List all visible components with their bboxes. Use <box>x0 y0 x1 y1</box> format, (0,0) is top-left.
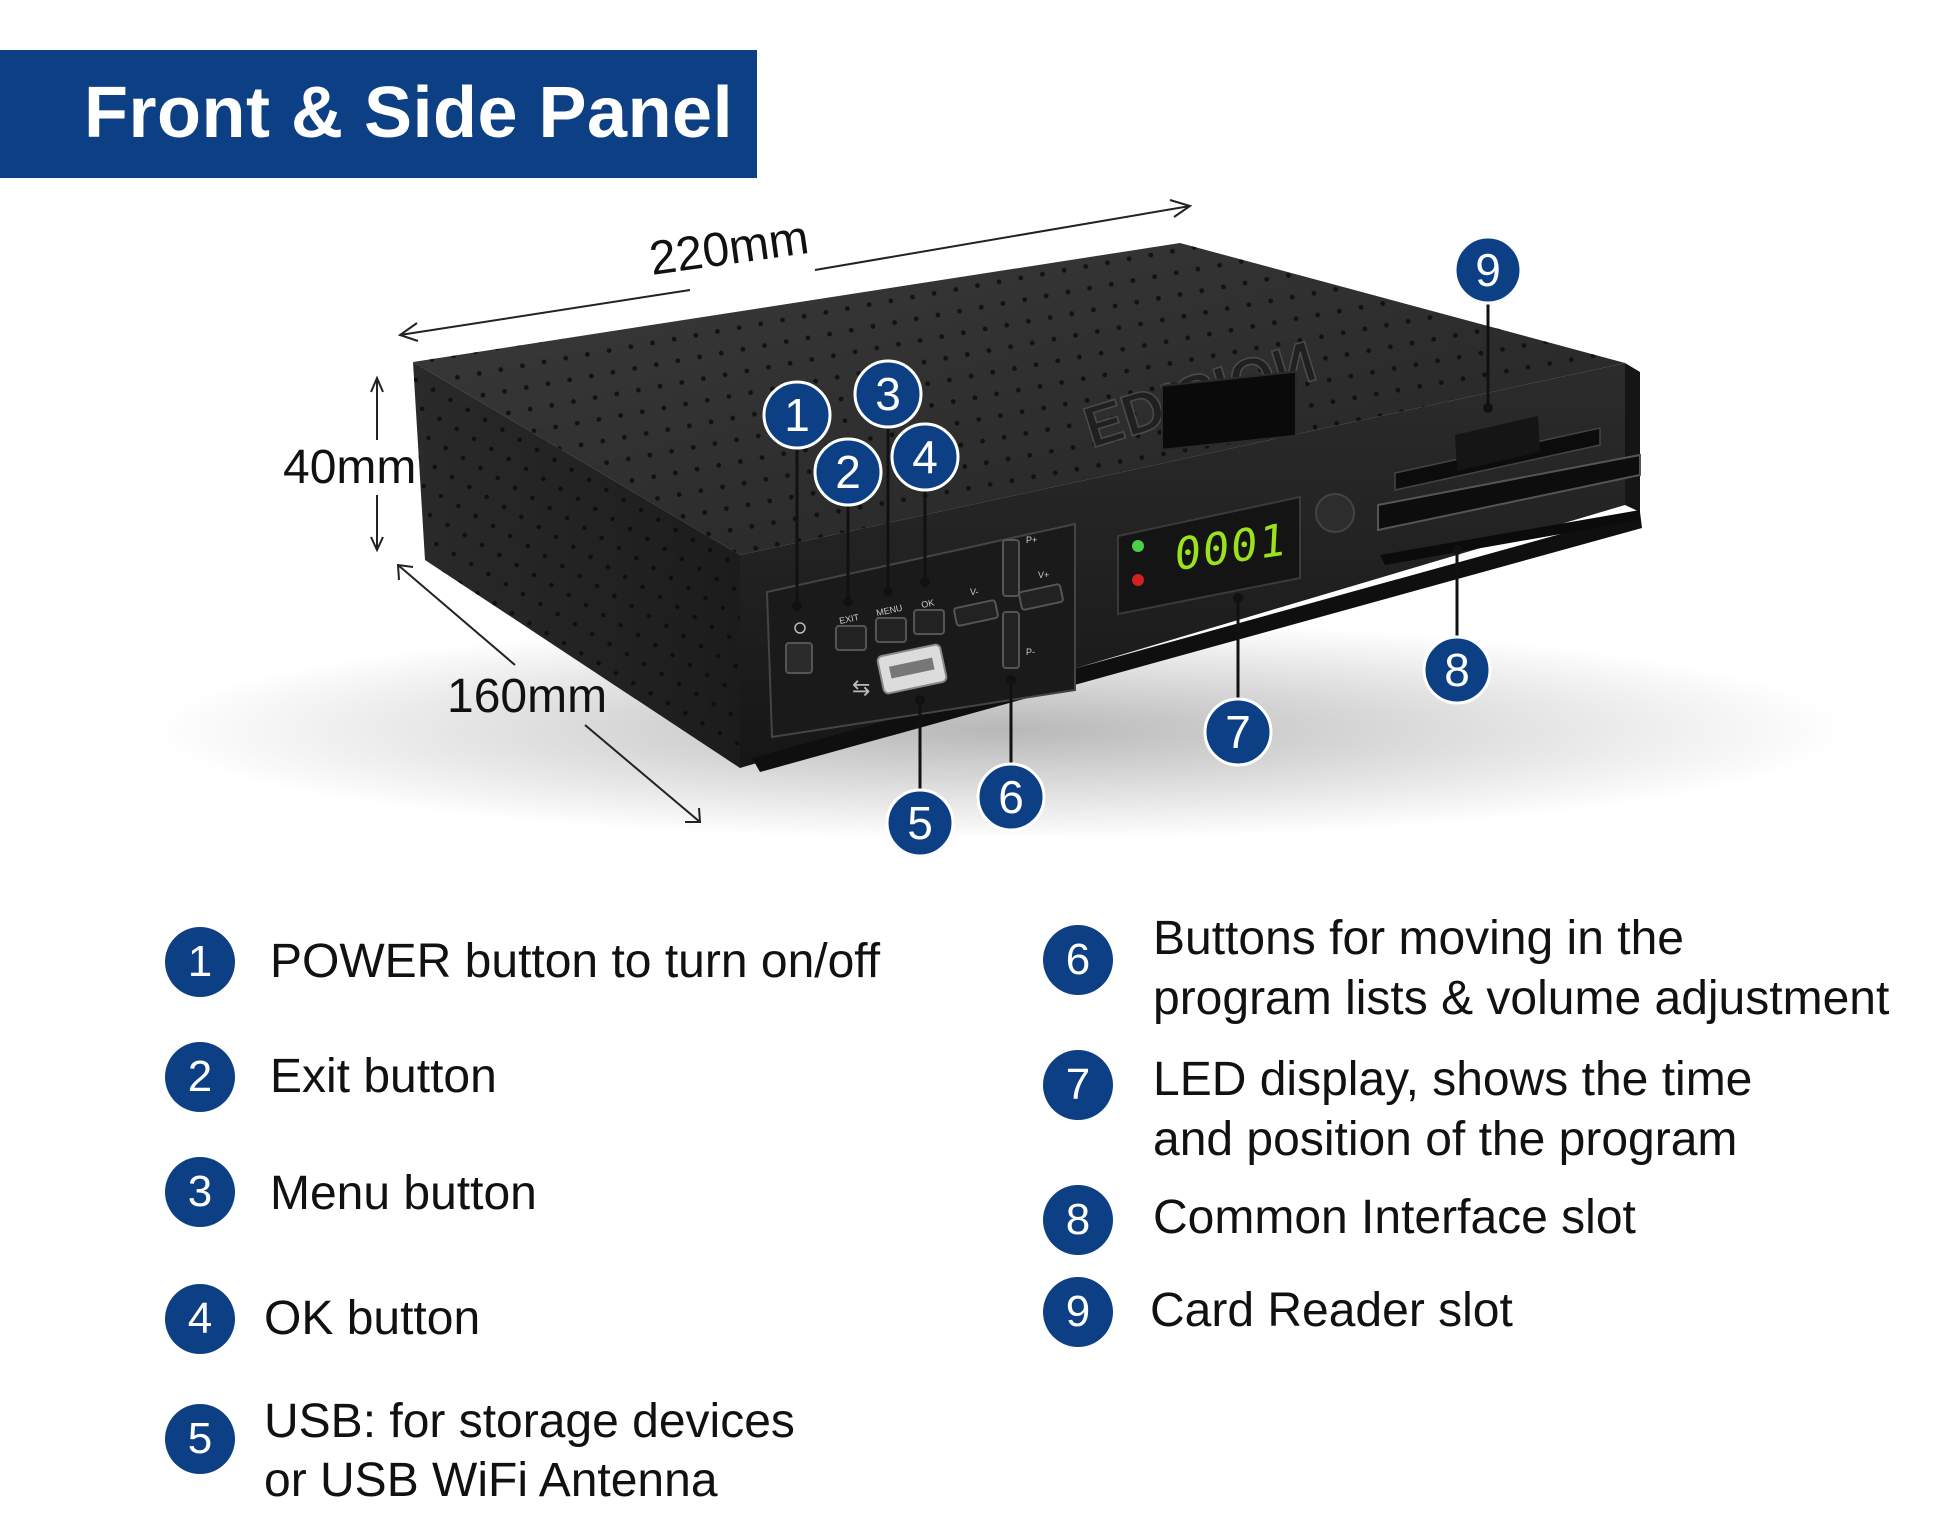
width-dimension: 220mm <box>646 211 812 286</box>
p-plus-button[interactable] <box>1002 539 1020 597</box>
v-plus-label: V+ <box>1038 570 1049 580</box>
dimension-lines <box>370 199 1193 823</box>
led-red <box>1132 574 1144 586</box>
callout-badge-9: 9 <box>1453 235 1523 305</box>
title-banner: Front & Side Panel <box>0 50 757 178</box>
legend-badge: 5 <box>165 1404 235 1474</box>
display-panel <box>1117 495 1301 616</box>
legend-badge: 4 <box>165 1284 235 1354</box>
ci-slot[interactable] <box>1377 453 1641 532</box>
callout-lines <box>795 300 1490 798</box>
legend-badge: 2 <box>165 1042 235 1112</box>
legend-text: or USB WiFi Antenna <box>264 1454 718 1507</box>
menu-button[interactable] <box>875 617 907 643</box>
led-display-window <box>1161 370 1297 451</box>
callout-badge-6: 6 <box>976 762 1046 832</box>
legend-text: OK button <box>264 1292 481 1345</box>
legend-badge: 9 <box>1043 1277 1113 1347</box>
p-plus-label: P+ <box>1026 535 1037 545</box>
legend-badge: 6 <box>1043 925 1113 995</box>
svg-text:1: 1 <box>784 389 810 441</box>
ok-button[interactable] <box>913 609 945 635</box>
callout-dots <box>792 403 1493 705</box>
v-minus-button[interactable] <box>953 599 999 627</box>
v-minus-label: V- <box>970 587 979 597</box>
exit-button[interactable] <box>835 625 867 651</box>
svg-text:3: 3 <box>875 368 901 420</box>
callout-badge-8: 8 <box>1422 635 1492 705</box>
exit-label: EXIT <box>838 612 860 626</box>
svg-text:8: 8 <box>1444 644 1470 696</box>
callout-badge-2: 2 <box>813 437 883 507</box>
v-plus-button[interactable] <box>1018 583 1064 611</box>
p-minus-button[interactable] <box>1002 611 1020 669</box>
led-green <box>1132 540 1144 552</box>
power-button[interactable] <box>785 642 813 674</box>
svg-text:7: 7 <box>1225 706 1251 758</box>
card-insert <box>1455 416 1540 471</box>
legend-badge: 1 <box>165 927 235 997</box>
legend-text: POWER button to turn on/off <box>270 935 881 988</box>
legend-text: Card Reader slot <box>1150 1284 1513 1337</box>
p-minus-label: P- <box>1026 647 1035 657</box>
svg-text:9: 9 <box>1475 244 1501 296</box>
usb-icon: ⇆ <box>852 676 870 701</box>
svg-text:6: 6 <box>998 771 1024 823</box>
ok-label: OK <box>920 597 935 609</box>
callout-badge-3: 3 <box>853 359 923 429</box>
power-icon <box>794 622 806 634</box>
legend-text: Buttons for moving in the <box>1153 912 1684 965</box>
legend-text: Common Interface slot <box>1153 1191 1636 1244</box>
legend-text: and position of the program <box>1153 1113 1738 1166</box>
callout-badge-1: 1 <box>762 380 832 450</box>
legend-badge: 3 <box>165 1157 235 1227</box>
callout-badge-4: 4 <box>890 422 960 492</box>
page-title: Front & Side Panel <box>84 73 734 153</box>
legend-text: LED display, shows the time <box>1153 1053 1753 1106</box>
callout-badge-7: 7 <box>1203 697 1273 767</box>
device-diagram: EDISION EXIT MENU OK ⇆ P+ V- V+ P- 0001 <box>150 199 1850 858</box>
legend-badge: 8 <box>1043 1185 1113 1255</box>
legend-text: Menu button <box>270 1167 537 1220</box>
legend-text: program lists & volume adjustment <box>1153 972 1890 1025</box>
callout-badge-5: 5 <box>885 788 955 858</box>
height-dimension: 40mm <box>283 441 416 494</box>
legend-badge: 7 <box>1043 1050 1113 1120</box>
depth-dimension: 160mm <box>447 670 607 723</box>
svg-text:2: 2 <box>835 446 861 498</box>
legend-text: Exit button <box>270 1050 497 1103</box>
legend-text: USB: for storage devices <box>264 1395 795 1448</box>
ir-sensor <box>1315 493 1355 533</box>
svg-text:4: 4 <box>912 431 938 483</box>
svg-text:5: 5 <box>907 797 933 849</box>
front-bottom-lip <box>752 512 1642 772</box>
